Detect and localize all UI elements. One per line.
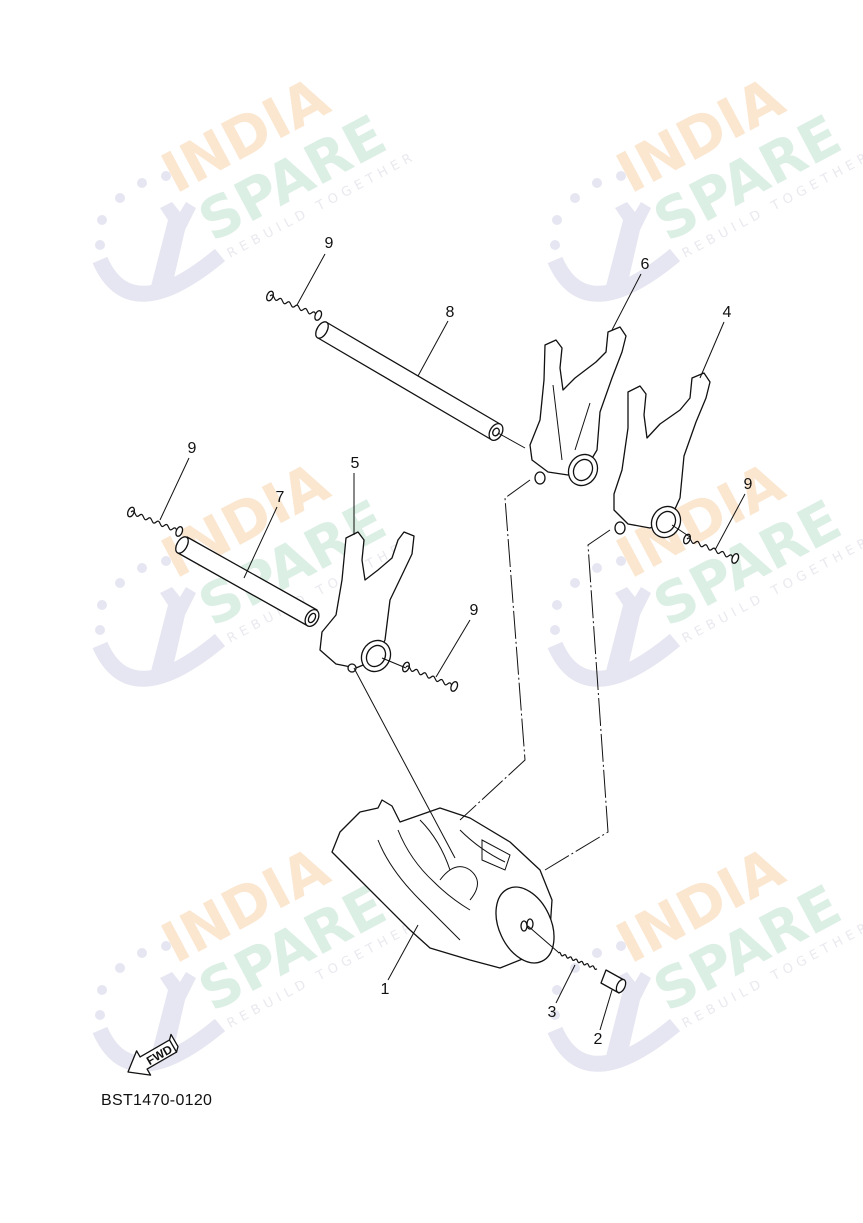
guide-bar-upper-part[interactable]	[313, 320, 526, 449]
reference-line-fork4	[544, 529, 611, 871]
callout-9-upper-left: 9	[324, 235, 334, 252]
callout-3: 3	[547, 1004, 557, 1021]
shift-fork-right-part[interactable]	[613, 372, 711, 543]
small-spring-part[interactable]	[557, 951, 598, 970]
shift-fork-left-part[interactable]	[319, 531, 415, 677]
callout-5: 5	[350, 455, 360, 472]
callout-9-middle: 9	[469, 602, 479, 619]
leader-lines	[159, 253, 746, 1031]
fwd-direction-arrow-icon: FWD	[127, 1033, 179, 1076]
callout-1: 1	[380, 981, 390, 998]
callout-9-left: 9	[187, 440, 197, 457]
shift-fork-center-part[interactable]	[529, 326, 627, 491]
spring-left-part[interactable]	[126, 506, 184, 537]
callout-8: 8	[445, 304, 455, 321]
reference-line-fork5	[353, 667, 456, 859]
shift-drum-part[interactable]	[331, 799, 565, 972]
callout-6: 6	[640, 256, 650, 273]
diagram-code: BST1470-0120	[101, 1092, 213, 1109]
spring-upper-left-part[interactable]	[265, 290, 323, 321]
pin-part[interactable]	[600, 969, 628, 994]
callout-2: 2	[593, 1031, 603, 1048]
callout-4: 4	[722, 304, 732, 321]
spring-right-part[interactable]	[682, 533, 740, 564]
callout-9-right: 9	[743, 476, 753, 493]
spring-middle-part[interactable]	[401, 661, 459, 692]
guide-bar-lower-part[interactable]	[173, 535, 322, 629]
callout-7: 7	[275, 489, 285, 506]
reference-line-fork6	[459, 479, 531, 821]
